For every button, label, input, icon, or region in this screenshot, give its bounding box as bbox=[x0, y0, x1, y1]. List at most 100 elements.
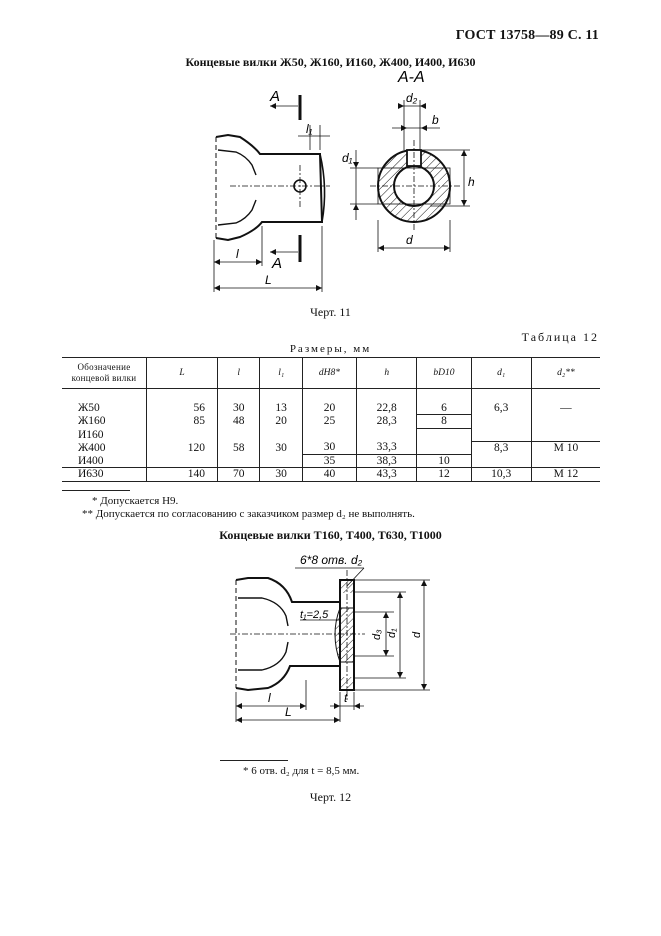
col-header: d₁ bbox=[470, 357, 532, 389]
cell bbox=[216, 454, 261, 468]
cell: 13 bbox=[259, 401, 303, 415]
figure12-caption: Черт. 12 bbox=[309, 790, 352, 804]
cell bbox=[146, 454, 218, 468]
cell: 43,3 bbox=[356, 467, 418, 482]
cell: 140 bbox=[146, 467, 218, 482]
section-arrow-bottom: А bbox=[271, 255, 282, 272]
cell: 30 bbox=[259, 467, 303, 482]
section-aa-label: А-А bbox=[397, 69, 425, 86]
section1-title: Концевые вилки Ж50, Ж160, И160, Ж400, И4… bbox=[185, 55, 476, 69]
cell: 70 bbox=[216, 467, 261, 482]
cell: 38,3 bbox=[356, 453, 418, 468]
col-header: bD10 bbox=[416, 357, 472, 389]
cell: 8 bbox=[416, 414, 472, 428]
col-header: Обозначение концевой вилки bbox=[62, 357, 147, 389]
cell: 35 bbox=[301, 453, 358, 468]
section-arrow-top: А bbox=[269, 88, 280, 105]
footnote-rule bbox=[62, 490, 130, 491]
cell bbox=[216, 428, 261, 441]
figure11-caption: Черт. 11 bbox=[310, 305, 351, 319]
cell: 6 bbox=[416, 401, 472, 415]
dim-d-label: d bbox=[406, 233, 413, 247]
cell: 30 bbox=[259, 441, 303, 454]
cell: 10,3 bbox=[470, 467, 532, 482]
footnote-1: * Допускается Н9. bbox=[92, 495, 179, 507]
dim-l1-label: l₁ bbox=[306, 122, 313, 136]
dim-t-label: t bbox=[344, 691, 348, 705]
cell: Ж400 bbox=[62, 441, 147, 454]
col-header: l₁ bbox=[259, 357, 303, 389]
cell: И400 bbox=[62, 454, 147, 468]
cell: 20 bbox=[259, 414, 303, 428]
footnote-2: ** Допускается по согласованию с заказчи… bbox=[82, 508, 415, 520]
table-header-row: Обозначение концевой вилки L l l₁ dH8* h… bbox=[62, 357, 600, 389]
dim-L-label-2: L bbox=[285, 705, 292, 719]
cell bbox=[146, 428, 218, 441]
cell: 28,3 bbox=[356, 414, 418, 428]
cell bbox=[470, 428, 532, 441]
table-row: Ж160 85 48 20 25 28,3 8 bbox=[62, 414, 600, 428]
dim-l-label-2: l bbox=[268, 691, 271, 705]
col-header: L bbox=[146, 357, 218, 389]
dim-b-label: b bbox=[432, 113, 439, 127]
cell bbox=[416, 427, 472, 441]
footnote-rule-2 bbox=[220, 760, 288, 761]
cell: И630 bbox=[62, 467, 147, 482]
col-header: dH8* bbox=[301, 357, 358, 389]
drawing-12: 6*8 отв. d₂ t₁=2,5 d₃ d₁ d l L t bbox=[230, 553, 430, 723]
table-row: Ж400 120 58 30 30 33,3 8,3 М 10 bbox=[62, 440, 600, 454]
cell: 30 bbox=[301, 441, 358, 454]
dim-d3-label: d₃ bbox=[371, 629, 383, 640]
cell: 22,8 bbox=[356, 401, 418, 415]
section2-title: Концевые вилки Т160, Т400, Т630, Т1000 bbox=[219, 528, 442, 542]
cell: М 12 bbox=[530, 467, 600, 482]
dim-d2-label: d₂ bbox=[406, 91, 418, 105]
cell: 48 bbox=[216, 414, 261, 428]
dim-t1-label: t₁=2,5 bbox=[300, 609, 329, 621]
dimensions-table: Обозначение концевой вилки L l l₁ dH8* h… bbox=[62, 357, 600, 482]
cell: Ж160 bbox=[62, 414, 147, 428]
cell: 12 bbox=[416, 467, 472, 482]
cell: 40 bbox=[301, 467, 358, 482]
table-row: И400 35 38,3 10 bbox=[62, 453, 600, 468]
cell: 10 bbox=[416, 453, 472, 468]
cell bbox=[530, 428, 600, 441]
col-header: d₂** bbox=[530, 357, 600, 389]
cell: 85 bbox=[146, 414, 218, 428]
dim-h-label: h bbox=[468, 175, 475, 189]
cell bbox=[356, 428, 418, 441]
dim-d-label-2: d bbox=[411, 631, 423, 638]
cell: И160 bbox=[62, 428, 147, 441]
col-header: h bbox=[356, 357, 418, 389]
cell: 30 bbox=[216, 401, 261, 415]
table-units: Размеры, мм bbox=[289, 343, 372, 355]
drawing-11: А А l₁ l L А-А bbox=[213, 69, 475, 292]
cell bbox=[259, 454, 303, 468]
cell bbox=[301, 428, 358, 441]
cell: 25 bbox=[301, 414, 358, 428]
table-number: Таблица 12 bbox=[521, 330, 599, 344]
cell bbox=[530, 454, 600, 468]
cell: М 10 bbox=[530, 440, 600, 454]
cell: — bbox=[530, 401, 600, 415]
cell: 8,3 bbox=[470, 440, 532, 454]
table-row: И630 140 70 30 40 43,3 12 10,3 М 12 bbox=[62, 467, 600, 482]
page-header: ГОСТ 13758—89 С. 11 bbox=[455, 28, 599, 43]
cell bbox=[416, 441, 472, 454]
holes-label: 6*8 отв. d₂ bbox=[300, 553, 363, 567]
cell bbox=[530, 414, 600, 428]
cell: 56 bbox=[146, 401, 218, 415]
cell bbox=[470, 414, 532, 428]
cell bbox=[470, 454, 532, 468]
cell: Ж50 bbox=[62, 401, 147, 415]
footnote-3: * 6 отв. d₂ для t = 8,5 мм. bbox=[243, 765, 360, 777]
dim-d1-label-2: d₁ bbox=[386, 628, 398, 638]
col-header: l bbox=[216, 357, 261, 389]
dim-L-label: L bbox=[265, 273, 272, 287]
dim-d1-label: d₁ bbox=[342, 151, 353, 165]
cell: 20 bbox=[301, 401, 358, 415]
cell: 120 bbox=[146, 441, 218, 454]
cell: 33,3 bbox=[356, 441, 418, 454]
table-row: И160 bbox=[62, 427, 600, 441]
cell: 6,3 bbox=[470, 401, 532, 415]
